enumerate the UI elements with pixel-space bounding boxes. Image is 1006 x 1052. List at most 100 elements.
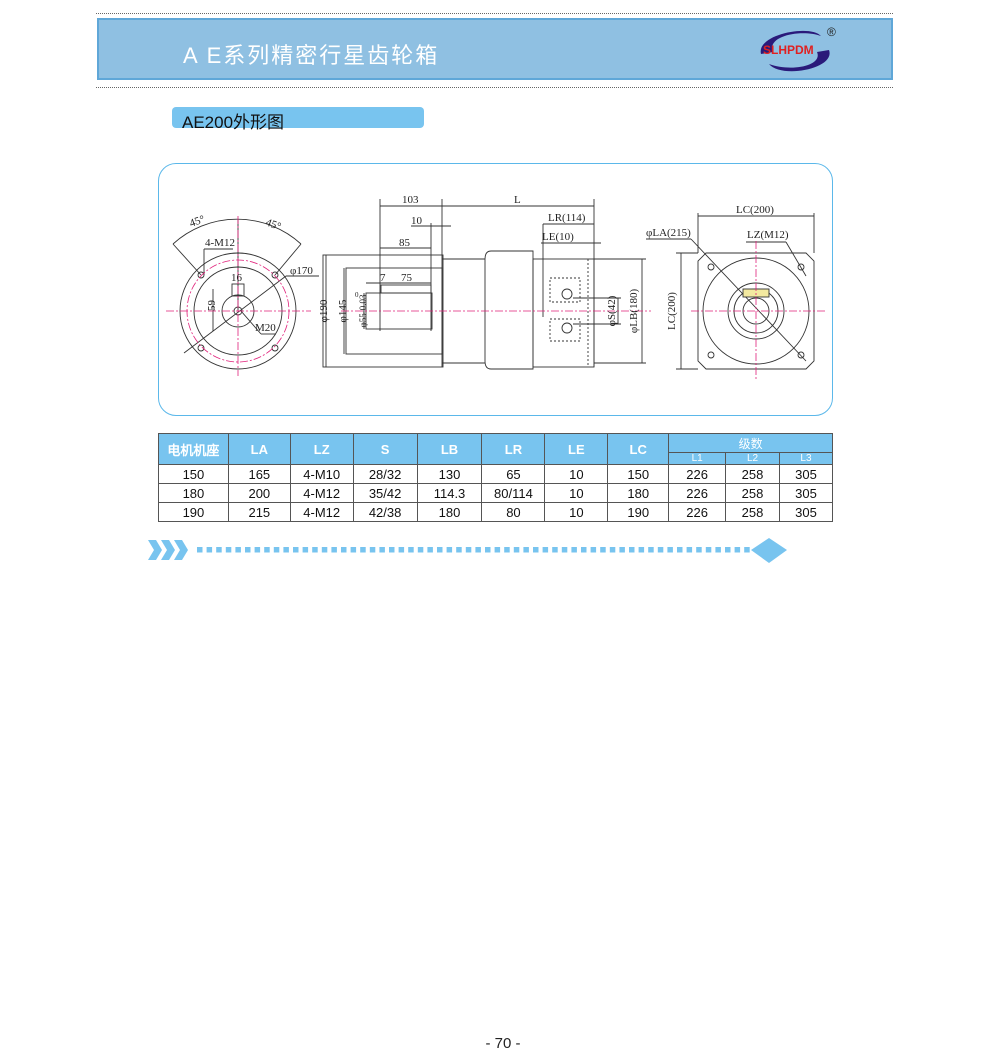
dot-square <box>293 547 299 553</box>
dot-square <box>197 547 203 553</box>
dot-square <box>705 547 712 553</box>
table-cell: 258 <box>725 483 780 503</box>
dot-square <box>552 547 558 553</box>
page-title: A E系列精密行星齿轮箱 <box>183 43 440 68</box>
dot-square <box>302 547 309 553</box>
section-tag: AE200外形图 <box>172 107 424 132</box>
page-number: - 70 - <box>485 1035 521 1052</box>
table-cell: 258 <box>725 502 780 522</box>
dim-L: L <box>514 194 521 206</box>
dot-square <box>350 547 357 553</box>
sub-header: L3 <box>778 452 834 465</box>
dot-square <box>715 547 721 553</box>
drawing-svg: 45° 45° 4-M12 16 59 M20 φ170 103 10 85 7… <box>166 194 826 381</box>
dim-190: φ190 <box>318 299 330 322</box>
dot-square <box>360 547 366 553</box>
table-cell: 10 <box>544 483 609 503</box>
dot-square <box>494 547 501 553</box>
brand-logo: SLHPDM ® <box>760 25 836 72</box>
arrow-divider <box>148 538 787 563</box>
table-cell: 305 <box>778 502 834 522</box>
dot-square <box>696 547 702 553</box>
table-cell: 226 <box>668 502 727 522</box>
dim-LC-vertical: LC(200) <box>666 292 678 330</box>
table-cell: 4-M12 <box>289 502 354 522</box>
height-label: 59 <box>206 300 218 312</box>
table-cell: 114.3 <box>416 483 483 503</box>
pcd-label: φ170 <box>290 265 313 277</box>
section-title: AE200外形图 <box>182 113 285 132</box>
dim-7: 7 <box>380 272 386 284</box>
table-cell: 180 <box>416 502 483 522</box>
dot-square <box>686 547 693 553</box>
dot-square <box>446 547 453 553</box>
dot-square <box>619 547 625 553</box>
dim-LB: φLB(180) <box>628 289 640 334</box>
table-cell: 35/42 <box>352 483 418 503</box>
header-divider <box>96 87 893 88</box>
dot-square <box>283 547 289 553</box>
dot-square <box>600 547 606 553</box>
dot-square <box>533 547 539 553</box>
dim-103: 103 <box>402 194 419 206</box>
table-cell: 180 <box>607 483 670 503</box>
dot-square <box>581 547 587 553</box>
dim-10: 10 <box>411 215 423 227</box>
dim-145: φ145 <box>337 299 349 322</box>
table-cell: 190 <box>607 502 670 522</box>
dot-square <box>667 547 673 553</box>
dim-S: φS(42) <box>606 295 618 326</box>
table-cell: 42/38 <box>352 502 418 522</box>
col-header: S <box>352 433 418 465</box>
dim-55: φ55-0.03 <box>358 294 368 327</box>
dot-square <box>513 547 520 553</box>
col-header: LE <box>544 433 609 465</box>
table-cell: 80/114 <box>481 483 546 503</box>
table-cell: 226 <box>668 483 727 503</box>
dot-square <box>571 547 577 553</box>
dot-square <box>216 547 222 553</box>
dot-square <box>206 547 213 553</box>
key-label: 16 <box>231 272 243 284</box>
table-cell: 165 <box>227 464 291 484</box>
dot-square <box>590 547 597 553</box>
table-cell: 10 <box>544 464 609 484</box>
dot-square <box>417 547 424 553</box>
svg-text:SLHPDM: SLHPDM <box>763 43 814 57</box>
table-cell: 226 <box>668 464 727 484</box>
dim-LE: LE(10) <box>542 231 574 243</box>
table-cell: 28/32 <box>352 464 418 484</box>
dim-LA: φLA(215) <box>646 227 691 239</box>
holes-label: 4-M12 <box>205 237 235 249</box>
dim-85: 85 <box>399 237 411 249</box>
dot-square <box>264 547 270 553</box>
dot-square <box>369 547 376 553</box>
table-cell: 130 <box>416 464 483 484</box>
thread-label: M20 <box>255 322 276 334</box>
dim-75: 75 <box>401 272 413 284</box>
spec-table: 电机机座 LA LZ S LB LR LE LC 级数 L1 L2 L3 150… <box>158 433 834 522</box>
dot-square <box>638 547 645 553</box>
table-cell: 65 <box>481 464 546 484</box>
col-header: LZ <box>289 433 354 465</box>
dot-square <box>341 547 347 553</box>
dot-square <box>398 547 405 553</box>
table-cell: 150 <box>158 464 229 484</box>
dot-square <box>321 547 328 553</box>
dot-square <box>408 547 414 553</box>
col-header: LC <box>607 433 670 465</box>
dot-square <box>485 547 491 553</box>
dot-square <box>734 547 741 553</box>
dot-square <box>475 547 481 553</box>
dot-square <box>465 547 472 553</box>
dot-square <box>542 547 549 553</box>
table-cell: 4-M10 <box>289 464 354 484</box>
table-cell: 150 <box>607 464 670 484</box>
dot-square <box>744 547 750 553</box>
dot-square <box>379 547 385 553</box>
dim-LC-horizontal: LC(200) <box>736 204 774 216</box>
dot-square <box>648 547 654 553</box>
svg-text:®: ® <box>827 25 836 39</box>
